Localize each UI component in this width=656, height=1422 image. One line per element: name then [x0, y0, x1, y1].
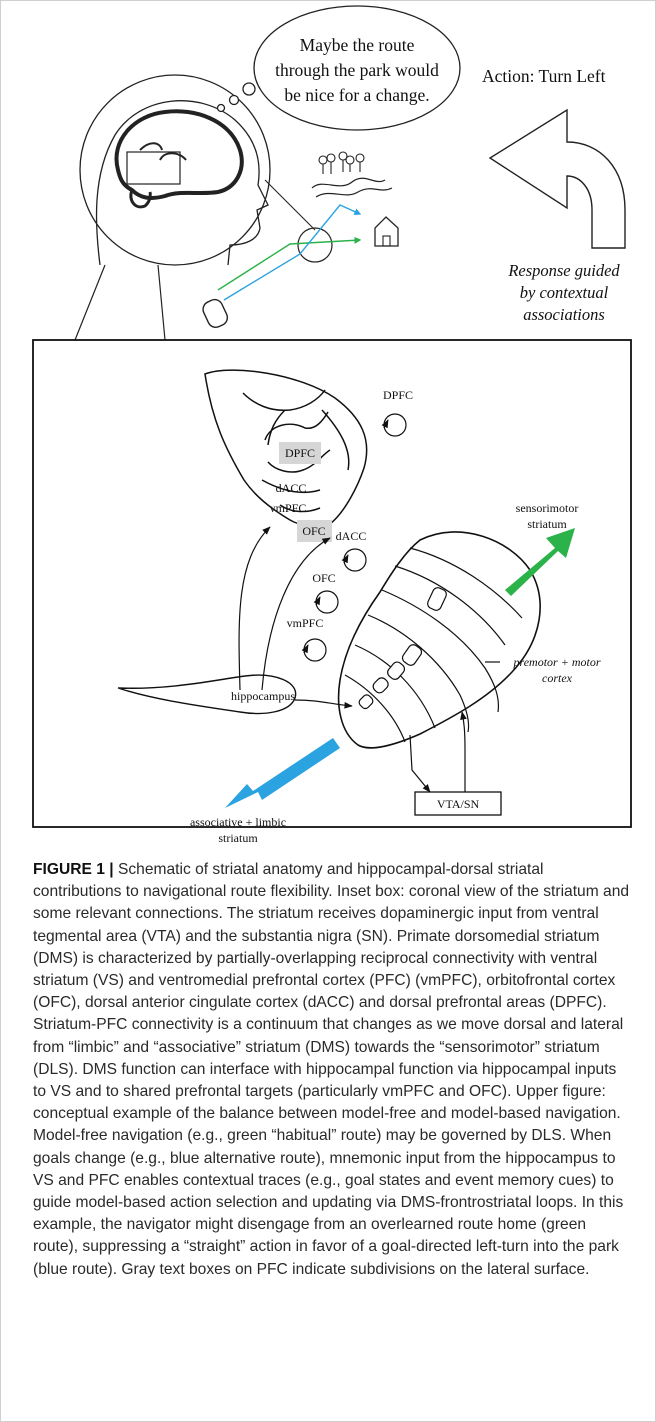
pfc-dpfc-label: DPFC [285, 446, 315, 460]
sensorimotor-line-1: sensorimotor [516, 501, 579, 515]
associative-arrow [225, 738, 340, 808]
response-line-1: Response guided [507, 261, 620, 280]
thought-line-3: be nice for a change. [284, 85, 429, 105]
associative-line-1: associative + limbic [190, 815, 286, 829]
response-line-3: associations [523, 305, 605, 324]
hippo-to-striatum-arrow [295, 700, 352, 706]
loop-vmpfc-label: vmPFC [287, 616, 324, 630]
thought-line-1: Maybe the route [300, 35, 415, 55]
turn-left-arrow [490, 110, 625, 248]
vta-label: VTA/SN [437, 797, 480, 811]
head-illustration [75, 75, 270, 340]
loop-ofc-label: OFC [312, 571, 335, 585]
figure-diagram: Maybe the route through the park would b… [0, 0, 656, 860]
response-line-2: by contextual [520, 283, 609, 302]
loop-dacc-label: dACC [336, 529, 367, 543]
striatum-to-vta-arrow [410, 735, 430, 792]
associative-line-2: striatum [218, 831, 258, 845]
striatum-shape [339, 532, 541, 748]
sensorimotor-arrow [505, 528, 575, 596]
figure-caption: FIGURE 1 | Schematic of striatal anatomy… [33, 859, 631, 1281]
figure-label: FIGURE 1 | [33, 861, 114, 878]
pfc-ofc-label: OFC [302, 524, 325, 538]
route-map [200, 152, 398, 330]
action-label: Action: Turn Left [482, 66, 606, 86]
vta-to-striatum-arrow [462, 712, 465, 792]
sensorimotor-line-2: striatum [527, 517, 567, 531]
premotor-line-1: premotor + motor [513, 655, 601, 669]
caption-text: Schematic of striatal anatomy and hippoc… [33, 861, 629, 1278]
pfc-dacc-label: dACC [276, 481, 307, 495]
pfc-vmpfc-label: vmPFC [270, 501, 307, 515]
premotor-line-2: cortex [542, 671, 573, 685]
loop-dpfc-label: DPFC [383, 388, 413, 402]
thought-line-2: through the park would [275, 60, 439, 80]
hippocampus-label: hippocampus [231, 689, 295, 703]
hippo-to-ofc-arrow [262, 538, 330, 690]
